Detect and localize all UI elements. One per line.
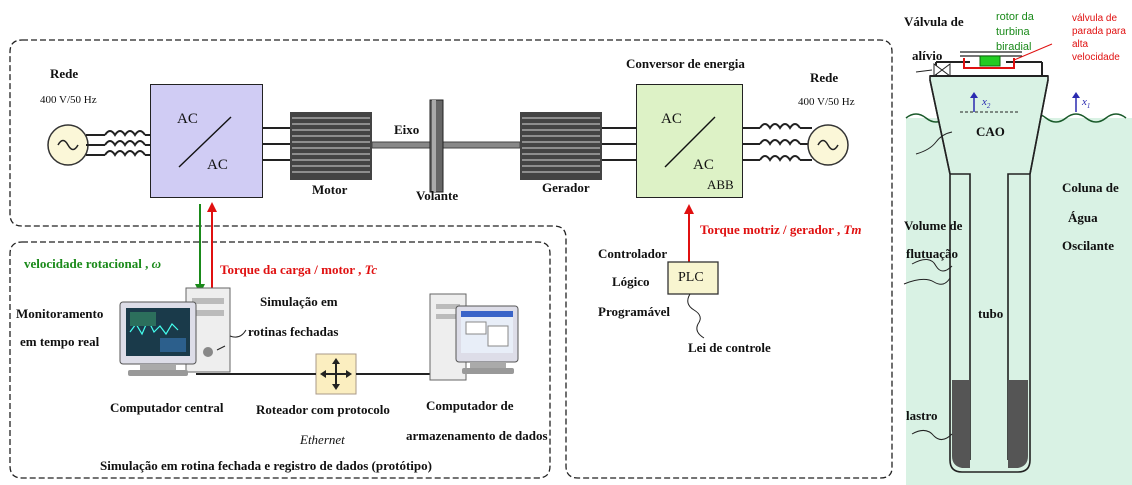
simulation-line-2: rotinas fechadas [248, 324, 339, 339]
float-line-2: flutuação [906, 246, 958, 261]
drive-torque-text: Torque motriz / gerador , [700, 222, 841, 237]
x2-subscript: 2 [986, 102, 991, 111]
left-converter-diagonal [178, 116, 232, 168]
shaft-label: Eixo [394, 122, 420, 137]
left-converter-ac-bottom: AC [207, 157, 228, 173]
storage-line-1: Computador de [426, 398, 514, 413]
drive-torque-label: Torque motriz / gerador , Tm [700, 222, 862, 238]
x2-symbol: x [982, 96, 987, 108]
shaft [371, 141, 521, 149]
relief-valve-line-2: alívio [912, 48, 943, 63]
monitoring-line-1: Monitoramento [16, 306, 104, 321]
x1-subscript: 1 [1086, 102, 1091, 111]
lab-dashed-frame [9, 241, 551, 479]
right-converter-brand: ABB [707, 177, 734, 192]
left-grid-label: Rede [50, 66, 79, 81]
motor [290, 112, 372, 180]
drive-torque-arrow [684, 204, 694, 262]
stop-valve-label: válvula de parada para alta velocidade [1072, 13, 1126, 63]
rotor-label: rotor da turbina biradial [996, 11, 1034, 53]
float-line-1: Volume de [904, 218, 963, 233]
owc-line-3: Oscilante [1062, 238, 1114, 253]
converter-title: Conversor de energia [626, 56, 745, 71]
speed-arrow [195, 204, 205, 294]
plc-line-3: Programável [598, 304, 670, 319]
speed-text: velocidade rotacional , [24, 256, 149, 271]
right-transformer [742, 123, 812, 162]
ballast [952, 380, 1028, 468]
top-dashed-frame [9, 39, 893, 479]
central-computer-label: Computador central [110, 400, 224, 415]
router-label: Roteador com protocolo [256, 402, 390, 417]
motor-label: Motor [312, 182, 348, 197]
load-torque-text: Torque da carga / motor , [220, 262, 362, 277]
plc-box-label: PLC [678, 270, 704, 285]
relief-valve-line-1: Válvula de [904, 14, 964, 29]
drive-torque-symbol: Tm [843, 222, 862, 237]
simulation-line-1: Simulação em [260, 294, 338, 309]
relief-valve [933, 63, 951, 77]
stop-valve [963, 58, 1015, 69]
right-converter-ac-top: AC [661, 111, 682, 127]
ethernet-label: Ethernet [300, 432, 345, 447]
speed-symbol: ω [151, 256, 161, 271]
left-grid-spec: 400 V/50 Hz [40, 94, 97, 106]
right-converter-diagonal [664, 116, 716, 168]
left-transformer [86, 130, 150, 157]
x1-symbol: x [1082, 96, 1087, 108]
right-grid-spec: 400 V/50 Hz [798, 96, 855, 108]
x1-label: x1 [1082, 96, 1090, 110]
flywheel [429, 99, 444, 193]
right-converter: AC AC ABB [636, 84, 743, 198]
storage-computer [429, 293, 519, 381]
owc-line-1: Coluna de [1062, 180, 1119, 195]
tube-label: tubo [978, 306, 1004, 321]
central-computer [119, 287, 231, 376]
buoy-body [929, 75, 1049, 473]
left-converter: AC AC [150, 84, 263, 198]
plc-line-2: Lógico [612, 274, 650, 289]
generator [520, 112, 602, 180]
load-torque-label: Torque da carga / motor , Tc [220, 262, 377, 278]
load-torque-arrow [207, 202, 217, 294]
turbine-rotor [979, 55, 1001, 67]
ballast-label: lastro [906, 408, 938, 423]
right-ac-source [807, 124, 849, 166]
right-grid-label: Rede [810, 70, 839, 85]
owc-line-2: Água [1068, 210, 1098, 225]
router [315, 353, 357, 395]
storage-line-2: armazenamento de dados [406, 428, 548, 443]
x2-label: x2 [982, 96, 990, 110]
right-converter-ac-bottom: AC [693, 157, 714, 173]
generator-label: Gerador [542, 180, 590, 195]
plc-line-1: Controlador [598, 246, 668, 261]
monitoring-line-2: em tempo real [20, 334, 100, 349]
left-converter-ac-top: AC [177, 111, 198, 127]
lab-caption: Simulação em rotina fechada e registro d… [100, 458, 432, 473]
speed-label: velocidade rotacional , ω [24, 256, 161, 272]
left-ac-source [47, 124, 89, 166]
plc-box [667, 261, 719, 295]
chamber-label: CAO [976, 124, 1005, 139]
flywheel-label: Volante [416, 188, 459, 203]
control-law-label: Lei de controle [688, 340, 771, 355]
load-torque-symbol: Tc [364, 262, 378, 277]
